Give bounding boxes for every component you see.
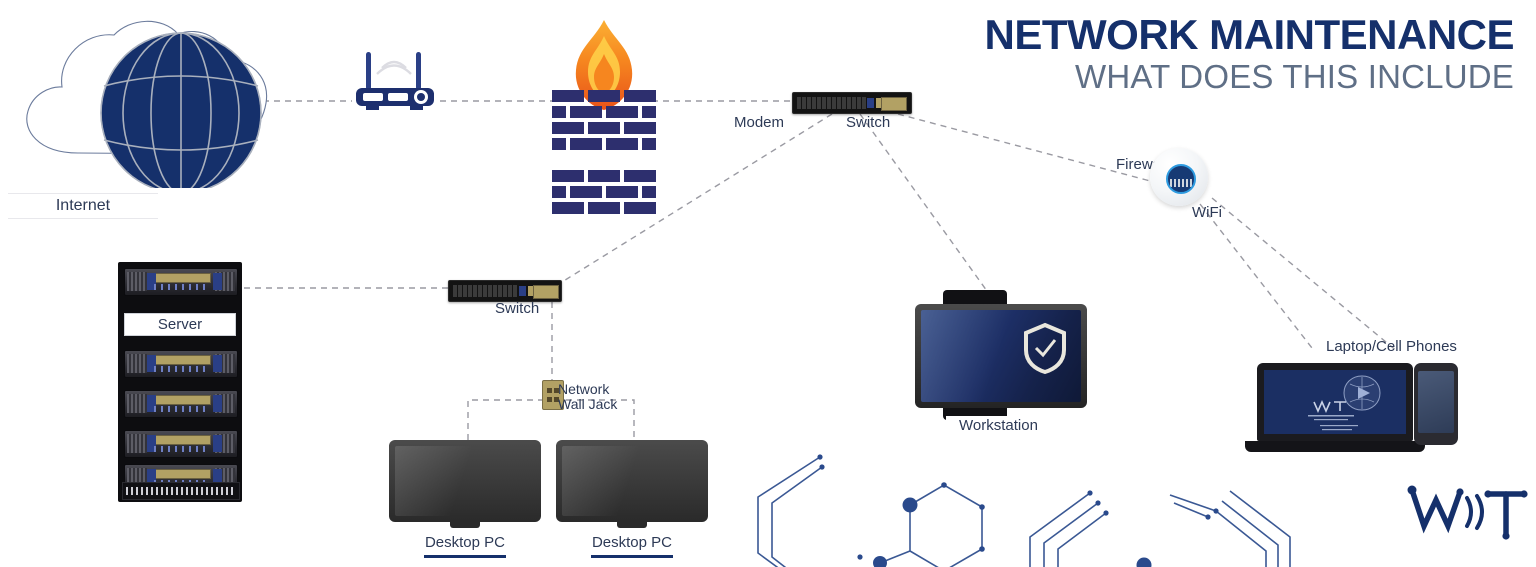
link-wall-jack-desktop-2: [566, 399, 635, 440]
server-unit: [124, 430, 238, 458]
laptop-icon: [1257, 363, 1413, 441]
switch-top-node[interactable]: [792, 92, 912, 114]
globe-cloud-icon: [26, 20, 268, 194]
switch-led-amber: [528, 286, 535, 296]
wall-jack-label: Network Wall Jack: [558, 382, 617, 412]
link-switch-top-switch-mid: [561, 113, 833, 283]
server-unit: [124, 268, 238, 296]
monitor-stand: [617, 522, 647, 528]
switch-mid-label: Switch: [495, 300, 540, 317]
desktop-pc-2-node[interactable]: [556, 440, 708, 530]
wit-wireless-logo: [1407, 485, 1528, 540]
server-unit: [124, 350, 238, 378]
phone-screen: [1418, 371, 1454, 433]
internet-label: Internet: [8, 193, 158, 219]
monitor-icon: [556, 440, 708, 522]
wireless-access-point-icon: [1150, 148, 1208, 206]
page-subtitle: WHAT DOES THIS INCLUDE: [1075, 58, 1514, 95]
wifi-label: WiFi: [1192, 204, 1222, 221]
workstation-screen: [921, 310, 1081, 402]
monitor-screen: [395, 446, 535, 516]
switch-led-blue: [519, 286, 526, 296]
server-rack-icon: [118, 262, 242, 502]
desktop-pc-2-label: Desktop PC: [591, 534, 673, 551]
wall-jack-label-line2: Wall Jack: [558, 396, 618, 412]
network-wall-jack-icon: [542, 380, 564, 410]
workstation-node[interactable]: [915, 290, 1087, 430]
decorative-network-pattern: [757, 454, 1291, 567]
modem-node[interactable]: Modem: [348, 44, 784, 131]
wall-jack-label-line1: Network: [558, 381, 610, 397]
laptop-screen: [1264, 370, 1406, 434]
desktop-pc-1-label: Desktop PC: [424, 534, 506, 551]
wifi-access-point-node[interactable]: [1150, 148, 1212, 210]
modem-label: Modem: [734, 114, 785, 131]
monitor-stand: [450, 522, 480, 528]
laptop-node[interactable]: [1245, 363, 1425, 458]
switch-uplink-plate: [881, 97, 907, 111]
link-wall-jack-desktop-1: [467, 399, 544, 440]
desktop-pc-2-underline: [591, 555, 673, 558]
shield-check-icon: [1024, 322, 1066, 374]
link-wifi-phone: [1211, 197, 1399, 353]
link-switch-top-wifi: [897, 113, 1155, 183]
switch-port-array: [797, 97, 866, 109]
monitor-screen: [562, 446, 702, 516]
monitor-icon: [389, 440, 541, 522]
workstation-monitor-shield-icon: [915, 304, 1087, 408]
switch-led-amber: [876, 98, 883, 108]
phone-icon: [1414, 363, 1458, 445]
ap-led-ring: [1166, 164, 1196, 194]
server-rack-base: [122, 482, 240, 500]
firewall-node[interactable]: Firewall: [548, 14, 1168, 220]
switch-led-blue: [867, 98, 874, 108]
network-wall-jack-node[interactable]: [542, 380, 564, 410]
server-rack-node[interactable]: [118, 262, 242, 502]
laptop-base: [1245, 441, 1425, 452]
laptop-wallpaper-brain-logo: [1308, 375, 1381, 431]
workstation-label: Workstation: [946, 416, 1051, 435]
internet-node[interactable]: Internet: [8, 8, 288, 219]
cell-phone-node[interactable]: [1414, 363, 1458, 445]
page-title: NETWORK MAINTENANCE: [984, 11, 1515, 58]
desktop-pc-1-underline: [424, 555, 506, 558]
desktop-pc-1-node[interactable]: [389, 440, 541, 530]
laptop-cell-phones-label: Laptop/Cell Phones: [1326, 338, 1457, 355]
modem-icon: [356, 52, 434, 110]
server-label: Server: [124, 313, 236, 336]
link-switch-top-workstation: [859, 113, 1003, 313]
switch-port-array: [453, 285, 517, 297]
server-unit: [124, 390, 238, 418]
link-wifi-laptop: [1199, 203, 1313, 349]
switch-uplink-plate: [533, 285, 559, 299]
switch-top-label: Switch: [846, 114, 891, 131]
switch-mid-node[interactable]: [448, 280, 562, 302]
firewall-brick-flame-icon: [552, 20, 656, 214]
